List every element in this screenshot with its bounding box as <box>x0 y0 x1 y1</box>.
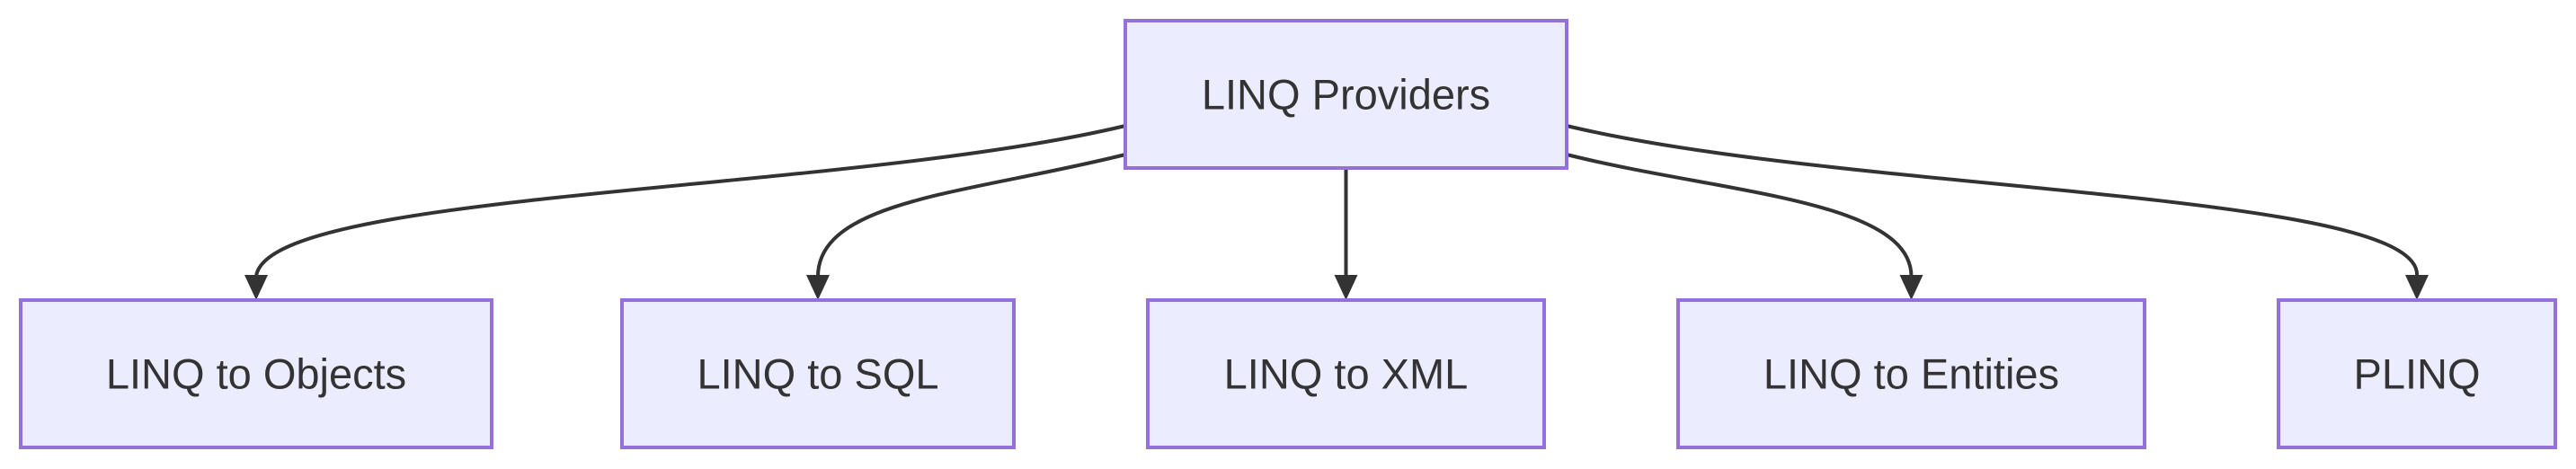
node-box <box>620 298 1016 449</box>
node-label: LINQ to Entities <box>1763 350 2059 398</box>
node-box <box>1146 298 1546 449</box>
node-label: LINQ Providers <box>1202 71 1490 119</box>
node-linq-to-objects: LINQ to Objects <box>19 298 493 449</box>
node-linq-providers: LINQ Providers <box>1124 19 1568 170</box>
node-plinq: PLINQ <box>2277 298 2557 449</box>
node-box <box>19 298 493 449</box>
node-label: PLINQ <box>2353 350 2480 398</box>
node-linq-to-xml: LINQ to XML <box>1146 298 1546 449</box>
edge-providers-to-plinq <box>1566 124 2420 278</box>
arrowhead-icon <box>244 275 268 300</box>
edge-providers-to-objects <box>254 124 1126 278</box>
arrowhead-icon <box>1334 275 1358 300</box>
edge-providers-to-sql <box>816 153 1126 278</box>
node-linq-to-sql: LINQ to SQL <box>620 298 1016 449</box>
node-label: LINQ to SQL <box>697 350 938 398</box>
node-linq-to-entities: LINQ to Entities <box>1676 298 2146 449</box>
arrowhead-icon <box>1899 275 1923 300</box>
edge-group <box>244 124 2429 300</box>
edge-providers-to-entities <box>1566 153 1914 278</box>
node-label: LINQ to Objects <box>106 350 406 398</box>
arrowhead-icon <box>806 275 830 300</box>
arrowhead-icon <box>2405 275 2429 300</box>
node-box <box>1676 298 2146 449</box>
node-label: LINQ to XML <box>1224 350 1469 398</box>
node-box <box>1124 19 1568 170</box>
node-box <box>2277 298 2557 449</box>
